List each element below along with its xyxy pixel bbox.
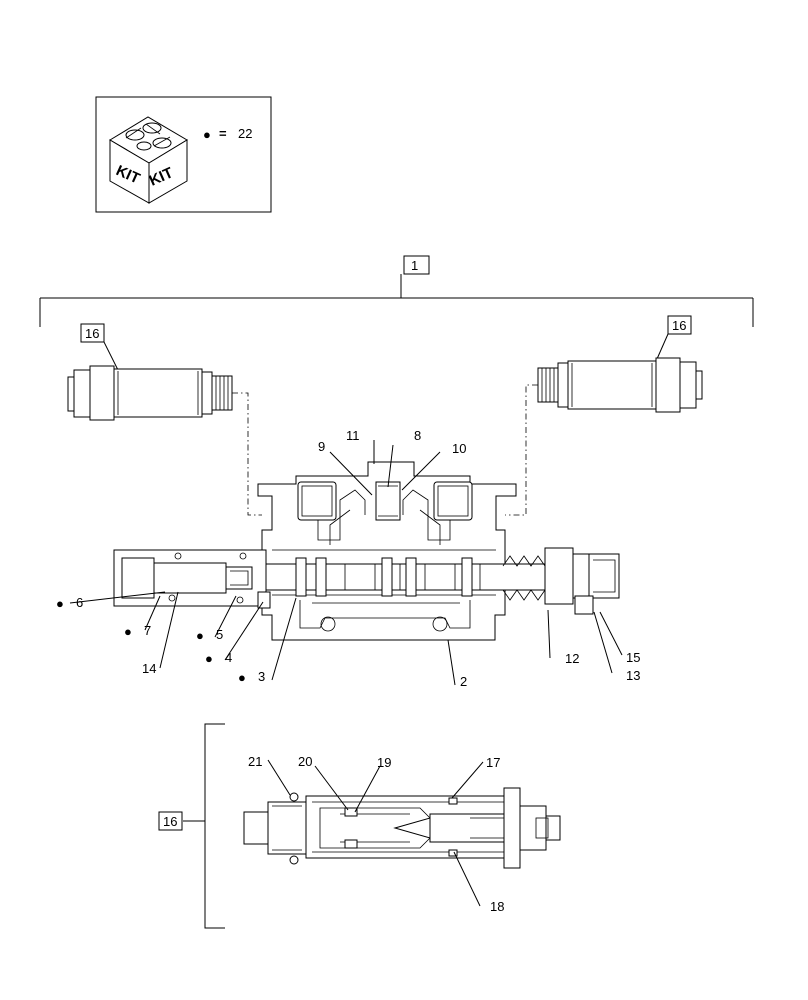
kit-bullet-3: ● — [238, 670, 246, 685]
alignment-line-left — [232, 392, 262, 516]
callout-16-left: 16 — [85, 326, 99, 341]
callout-4: 4 — [225, 650, 232, 665]
callout-13: 13 — [626, 668, 640, 683]
kit-box-icon: KIT KIT — [109, 116, 188, 204]
callout-16-detail: 16 — [163, 814, 177, 829]
kit-number: 22 — [238, 126, 252, 141]
callout-11: 11 — [346, 428, 360, 443]
callout-8: 8 — [414, 428, 421, 443]
callout-17: 17 — [486, 755, 500, 770]
left-end-cap — [113, 549, 271, 609]
callout-14: 14 — [142, 661, 156, 676]
assembly-bracket: 1 — [39, 255, 754, 327]
callout-15: 15 — [626, 650, 640, 665]
cartridge-right: 16 — [537, 315, 703, 413]
kit-equals: = — [219, 126, 227, 141]
kit-bullet-4: ● — [205, 651, 213, 666]
callout-12: 12 — [565, 651, 579, 666]
kit-legend: KIT KIT ● = 22 — [95, 96, 272, 213]
callout-9: 9 — [318, 439, 325, 454]
callout-10: 10 — [452, 441, 466, 456]
callout-16-right: 16 — [672, 318, 686, 333]
alignment-line-right — [505, 384, 538, 516]
callout-18: 18 — [490, 899, 504, 914]
callout-7: 7 — [144, 623, 151, 638]
callout-3: 3 — [258, 669, 265, 684]
upper-callouts: 11 8 9 10 ● 6 ● 7 14 ● 5 ● 4 ● 3 2 12 15… — [56, 428, 640, 689]
main-spool — [254, 557, 576, 597]
kit-bullet-6: ● — [56, 596, 64, 611]
kit-bullet: ● — [203, 127, 211, 142]
cartridge-left: 16 — [67, 323, 233, 421]
callout-20: 20 — [298, 754, 312, 769]
callout-6: 6 — [76, 595, 83, 610]
callout-5: 5 — [216, 627, 223, 642]
callout-21: 21 — [248, 754, 262, 769]
right-end-cap — [502, 547, 620, 615]
callout-19: 19 — [377, 755, 391, 770]
kit-bullet-7: ● — [124, 624, 132, 639]
upper-leader-lines — [69, 440, 623, 686]
callout-1: 1 — [411, 258, 418, 273]
valve-body — [257, 461, 517, 641]
detail-16: 16 21 20 19 17 18 — [158, 723, 561, 929]
callout-2: 2 — [460, 674, 467, 689]
kit-bullet-5: ● — [196, 628, 204, 643]
